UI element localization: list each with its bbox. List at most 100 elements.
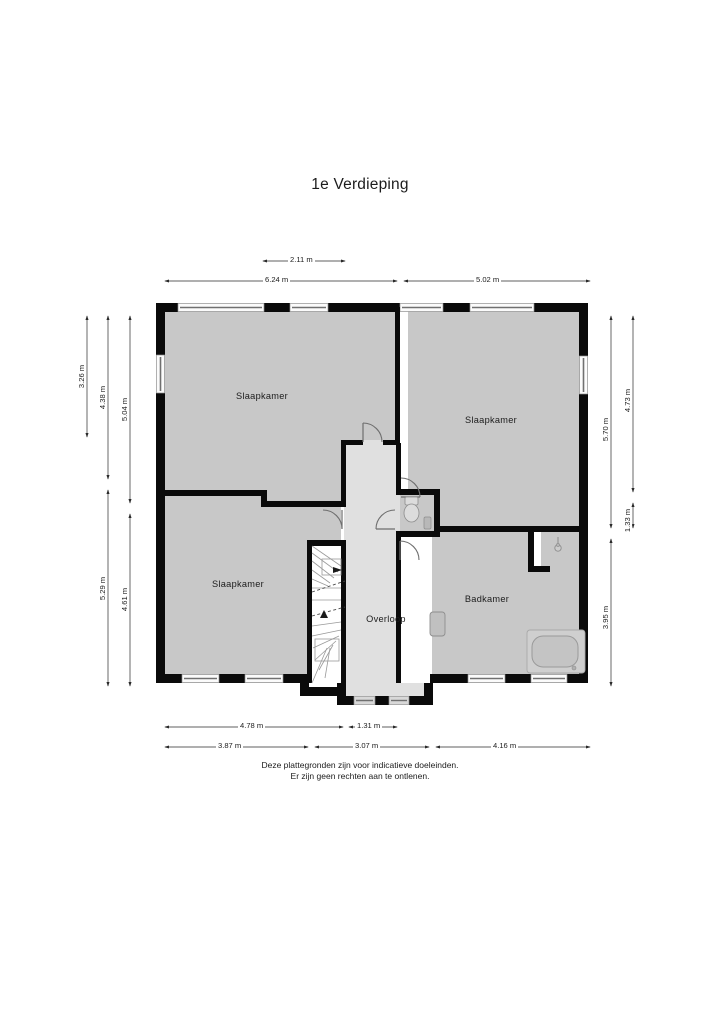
wall-pier-bottom-3: [283, 674, 300, 683]
dimlabel-bottom-4-16: 4.16 m: [491, 741, 519, 750]
exterior-walls: [156, 303, 588, 705]
wall-pier-bottom-5: [300, 687, 346, 696]
window-top-4: [469, 303, 535, 312]
staircase: [311, 545, 346, 684]
washbasin-fixture: [429, 611, 446, 637]
door-badkamer: [399, 540, 420, 561]
dimlabel-top-2-11: 2.11 m: [288, 255, 315, 264]
room-label-overloop: Overloop: [366, 614, 406, 624]
room-fill-overloop: [344, 440, 432, 696]
page-title: 1e Verdieping: [311, 176, 409, 193]
wall-overloop-bottom-2: [375, 696, 389, 705]
room-label-badkamer: Badkamer: [464, 594, 510, 604]
wall-right-lower: [579, 394, 588, 683]
dimlabel-bottom-3-87: 3.87 m: [216, 741, 244, 750]
dimlabel-bottom-1-31: 1.31 m: [355, 721, 383, 730]
room-label-slaapkamer-top-right: Slaapkamer: [464, 415, 518, 425]
dimlabel-right-4-73: 4.73 m: [623, 386, 633, 415]
window-right: [579, 355, 588, 395]
wall-bedroom-divider-h2: [261, 501, 346, 507]
door-toilet: [375, 509, 396, 530]
window-bottom-4: [530, 674, 568, 683]
wall-pier-bottom-2: [219, 674, 245, 683]
dimlabel-bottom-4-78: 4.78 m: [238, 721, 266, 730]
wall-pier-top-3: [328, 303, 400, 312]
wall-left-lower: [156, 393, 165, 683]
dimlabel-left-5-29: 5.29 m: [98, 574, 108, 603]
stair-direction-arrow-down: [320, 610, 328, 618]
stair-well-fill: [311, 546, 345, 683]
wall-toilet-bottom: [396, 531, 440, 537]
room-fill-slaapkamer-bottom-left: [160, 490, 341, 683]
dimlabel-top-6-24: 6.24 m: [263, 275, 291, 284]
wall-overloop-bottom-3: [409, 696, 433, 705]
wall-corridor-right-lower: [396, 532, 401, 683]
windows: [156, 303, 588, 705]
wall-corridor-head-2: [383, 440, 400, 445]
wall-badkamer-nib-h: [528, 566, 550, 572]
disclaimer-line-1: Deze plattegronden zijn voor indicatieve…: [261, 760, 459, 770]
wall-toilet-top: [396, 489, 440, 495]
wall-pier-top-1: [156, 303, 178, 312]
stair-winder-lower: [311, 599, 342, 684]
window-top-1: [177, 303, 265, 312]
door-slaapkamer-bottom-left: [322, 509, 343, 530]
window-bottom-1: [181, 674, 220, 683]
dimension-lines: [85, 259, 635, 749]
stair-direction-arrow-up: [333, 567, 342, 573]
wall-pier-bottom-6: [430, 674, 468, 683]
wall-pier-bottom-1: [156, 674, 182, 683]
wall-pier-top-5: [534, 303, 588, 312]
wall-pier-bottom-8: [567, 674, 588, 683]
room-fill-slaapkamer-top-right: [408, 307, 585, 527]
disclaimer: Deze plattegronden zijn voor indicatieve…: [0, 760, 720, 782]
dimlabel-top-5-02: 5.02 m: [474, 275, 502, 284]
dimlabel-right-5-70: 5.70 m: [601, 415, 611, 444]
window-bottom-2: [244, 674, 284, 683]
window-bottom-3: [467, 674, 506, 683]
dimlabel-right-3-95: 3.95 m: [601, 603, 611, 632]
wall-corridor-head: [341, 440, 363, 445]
wall-corridor-right-upper: [396, 443, 401, 491]
wall-overloop-bottom-1: [337, 696, 354, 705]
dimlabel-right-1-33: 1.33 m: [623, 506, 633, 535]
stair-break-line-1: [311, 580, 346, 593]
stair-break-line-2: [311, 606, 346, 617]
wall-corridor-left-upper: [341, 440, 346, 502]
window-top-2: [289, 303, 329, 312]
wall-stair-top: [307, 540, 346, 546]
room-fill-slaapkamer-top-left: [160, 307, 399, 501]
window-overloop-1: [353, 696, 376, 705]
wall-overloop-left: [337, 683, 346, 705]
wall-pier-bottom-4: [300, 674, 309, 696]
dimlabel-bottom-3-07: 3.07 m: [353, 741, 381, 750]
wall-badkamer-nib-v: [528, 532, 534, 572]
wall-overloop-right: [424, 683, 433, 705]
interior-walls: [160, 307, 585, 683]
room-fills: [160, 307, 585, 696]
fixtures: [403, 496, 586, 674]
window-left: [156, 354, 165, 394]
bathtub-fixture: [526, 629, 586, 674]
wall-left-upper: [156, 303, 165, 355]
room-label-slaapkamer-bottom-left: Slaapkamer: [211, 579, 265, 589]
wall-toilet-right: [434, 489, 440, 537]
window-overloop-2: [388, 696, 410, 705]
toilet-fixture: [403, 496, 432, 530]
door-slaapkamer-top-left: [362, 422, 383, 443]
wall-corridor-left-lower: [341, 540, 346, 683]
dimlabel-left-5-04: 5.04 m: [120, 395, 130, 424]
shower-fixture: [554, 537, 562, 552]
disclaimer-line-2: Er zijn geen rechten aan te ontlenen.: [290, 771, 430, 781]
dimlabel-left-3-26: 3.26 m: [77, 362, 87, 391]
room-label-slaapkamer-top-left: Slaapkamer: [235, 391, 289, 401]
wall-pier-top-4: [443, 303, 470, 312]
dimlabel-left-4-38: 4.38 m: [98, 383, 108, 412]
wall-right-upper: [579, 303, 588, 356]
wall-spine-vertical: [395, 307, 400, 443]
wall-stair-left: [307, 540, 312, 683]
wall-pier-bottom-7: [505, 674, 531, 683]
wall-pier-top-2: [264, 303, 290, 312]
wall-badkamer-top: [438, 526, 585, 532]
